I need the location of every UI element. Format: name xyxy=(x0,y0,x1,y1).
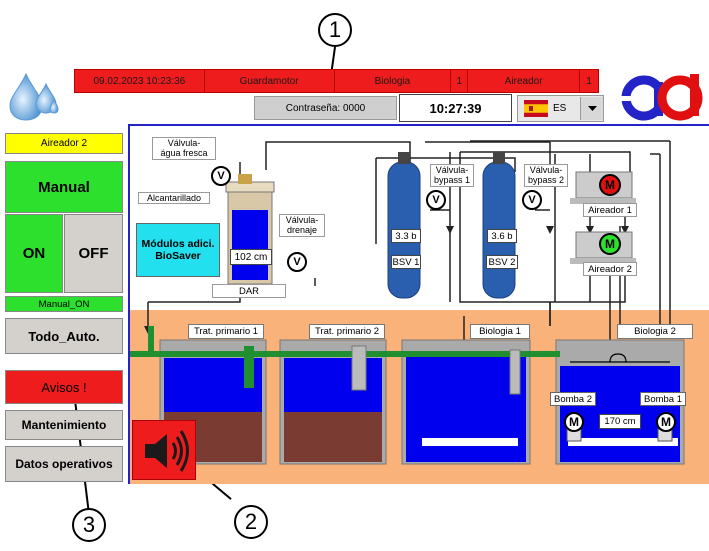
valve-fresh-water[interactable]: V xyxy=(211,166,231,186)
content-left-border xyxy=(128,124,130,484)
tank-biology-1-label: Biologia 1 xyxy=(470,324,530,339)
overflow-pipes xyxy=(130,326,560,388)
tank-primary-1-label: Trat. primario 1 xyxy=(188,324,264,339)
tank-primary-2-label: Trat. primario 2 xyxy=(309,324,385,339)
alarm-count-2: 1 xyxy=(586,75,592,87)
fresh-water-valve-label: Válvula- água fresca xyxy=(152,137,216,160)
bsv1-label: BSV 1 xyxy=(391,255,421,269)
on-button[interactable]: ON xyxy=(5,214,63,293)
aerator-1-motor[interactable]: M xyxy=(599,174,621,196)
valve-bypass-1[interactable]: V xyxy=(426,190,446,210)
pump-2-label: Bomba 2 xyxy=(550,392,596,406)
dar-label: DAR xyxy=(212,284,286,298)
bsv1-pressure-readout: 3.3 b xyxy=(391,229,421,243)
language-dropdown-button[interactable] xyxy=(580,97,603,120)
alarm-device: Guardamotor xyxy=(205,70,335,92)
operating-data-button[interactable]: Datos operativos xyxy=(5,446,123,482)
manual-mode-button[interactable]: Manual xyxy=(5,161,123,213)
chevron-down-icon xyxy=(588,106,597,111)
password-button[interactable]: Contraseña: 0000 xyxy=(254,96,397,120)
tanks xyxy=(159,339,685,465)
dar-tank xyxy=(225,162,275,285)
all-auto-button[interactable]: Todo_Auto. xyxy=(5,318,123,354)
alarm-area: Biologia xyxy=(335,70,452,92)
maintenance-button[interactable]: Mantenimiento xyxy=(5,410,123,440)
callout-3: 3 xyxy=(72,508,106,542)
valve-bypass-2[interactable]: V xyxy=(522,190,542,210)
aerator-2-motor[interactable]: M xyxy=(599,233,621,255)
speaker-icon xyxy=(145,430,189,472)
language-selector[interactable]: ES xyxy=(517,95,604,122)
aerator-1-label: Aireador 1 xyxy=(583,203,637,217)
spain-flag-icon xyxy=(524,100,548,117)
callout-1: 1 xyxy=(318,13,352,47)
valve-drain[interactable]: V xyxy=(287,252,307,272)
tank-biology-2-label: Biologia 2 xyxy=(617,324,693,339)
pump-2-motor[interactable]: M xyxy=(564,412,584,432)
biology-2-level-readout: 170 cm xyxy=(599,414,641,429)
alarm-count: 1 xyxy=(451,70,469,92)
status-manual-on: Manual_ON xyxy=(5,296,123,312)
pump-1-label: Bomba 1 xyxy=(640,392,686,406)
off-button[interactable]: OFF xyxy=(64,214,123,293)
language-label: ES xyxy=(553,103,567,114)
aerator-2-label: Aireador 2 xyxy=(583,262,637,276)
company-logo xyxy=(620,74,703,121)
callout-2: 2 xyxy=(234,505,268,539)
flow-arrows xyxy=(144,226,629,334)
pump-1-motor[interactable]: M xyxy=(656,412,676,432)
dar-level-readout: 102 cm xyxy=(230,249,272,265)
sewer-label: Alcantarillado xyxy=(138,192,210,205)
alarm-unit: Aireador xyxy=(468,70,581,92)
alarm-bar[interactable]: 09.02.2023 10:23:36 Guardamotor Biologia… xyxy=(74,69,599,93)
alarm-datetime: 09.02.2023 10:23:36 xyxy=(75,70,205,92)
clock-display: 10:27:39 xyxy=(399,94,512,122)
bsv2-label: BSV 2 xyxy=(486,255,518,269)
header-divider xyxy=(128,124,709,126)
bsv2-pressure-readout: 3.6 b xyxy=(487,229,517,243)
water-drops-logo xyxy=(9,72,59,121)
alarms-button[interactable]: Avisos ! xyxy=(5,370,123,404)
bypass-valve-1-label: Válvula- bypass 1 xyxy=(430,164,474,187)
biosaver-modules-button[interactable]: Módulos adici. BioSaver xyxy=(136,223,220,277)
drain-valve-label: Válvula- drenaje xyxy=(279,214,325,237)
selected-device-label: Aireador 2 xyxy=(5,133,123,154)
horn-mute-button[interactable] xyxy=(132,420,196,480)
bypass-valve-2-label: Válvula- bypass 2 xyxy=(524,164,568,187)
